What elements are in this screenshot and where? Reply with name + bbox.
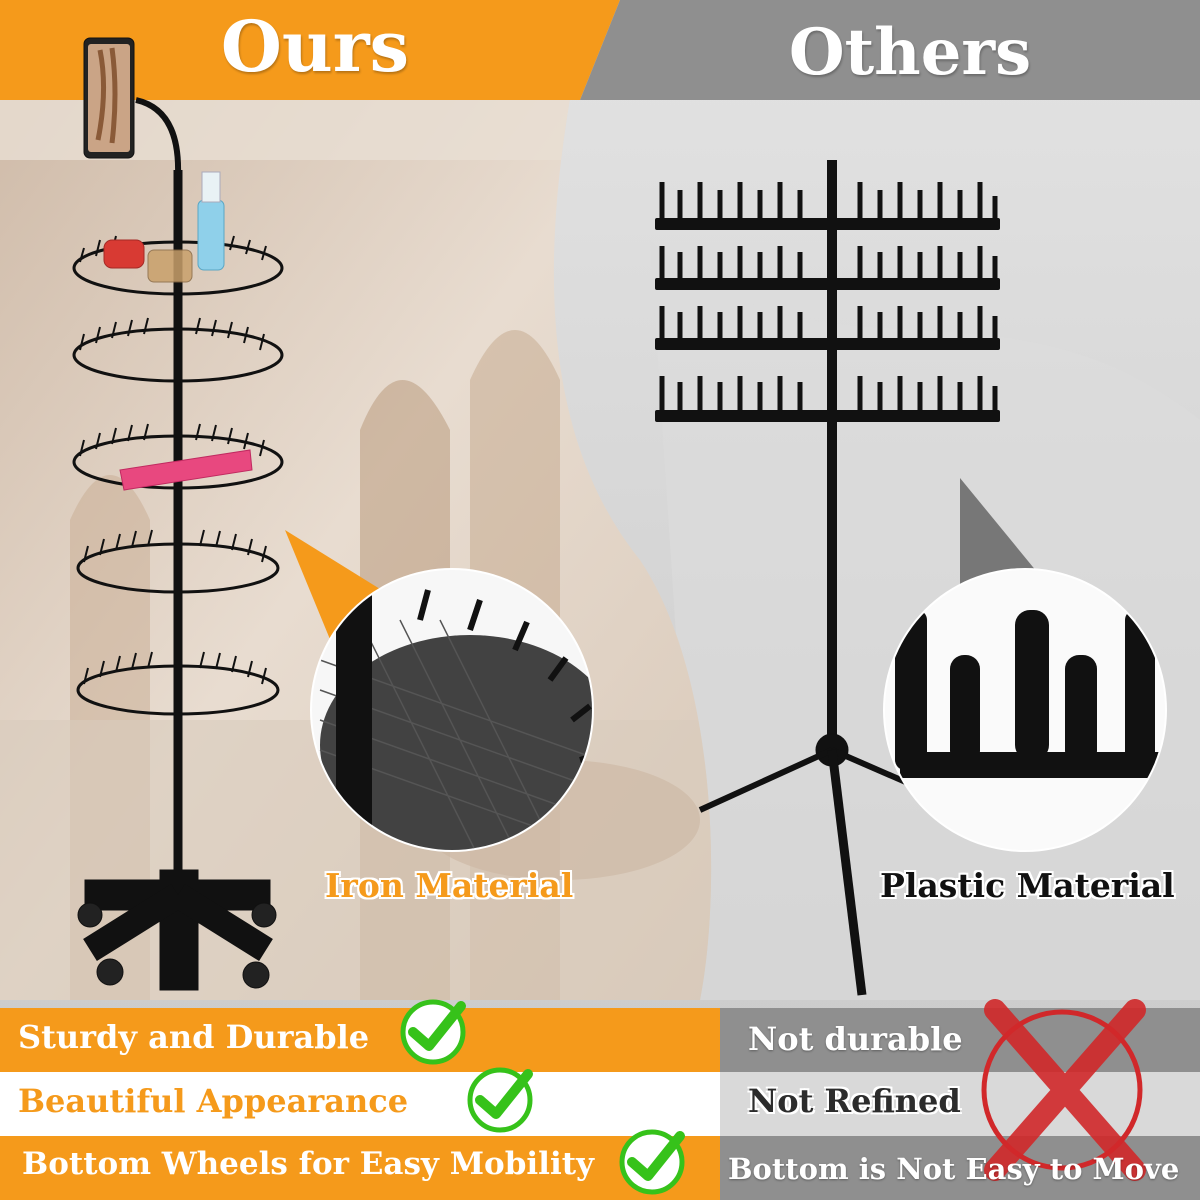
cross-icon bbox=[981, 999, 1146, 1181]
others-title: Others bbox=[788, 15, 1032, 90]
plastic-material-label: Plastic Material bbox=[880, 866, 1175, 905]
check-icon bbox=[400, 999, 466, 1065]
iron-stand-product bbox=[72, 37, 284, 991]
check-icon bbox=[619, 1129, 685, 1195]
ours-title: Ours bbox=[220, 5, 410, 88]
check-icon bbox=[467, 1067, 533, 1133]
feature-bars bbox=[0, 1008, 1200, 1200]
plastic-detail-zoom bbox=[885, 570, 1165, 850]
others-feature-2: Not Refined bbox=[748, 1082, 961, 1120]
others-feature-3: Bottom is Not Easy to Move bbox=[728, 1152, 1180, 1186]
iron-material-label: Iron Material bbox=[325, 866, 574, 905]
others-feature-1: Not durable bbox=[748, 1020, 963, 1058]
ours-feature-1: Sturdy and Durable bbox=[18, 1018, 370, 1056]
iron-detail-zoom bbox=[312, 570, 592, 850]
ours-feature-3: Bottom Wheels for Easy Mobility bbox=[22, 1146, 595, 1182]
ours-feature-2: Beautiful Appearance bbox=[18, 1082, 409, 1120]
